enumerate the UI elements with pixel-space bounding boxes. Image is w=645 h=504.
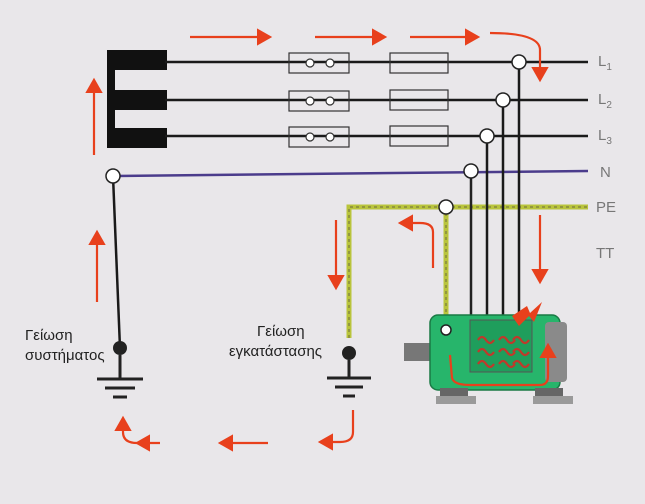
neutral-wire <box>112 169 589 178</box>
installation-earth-label-line2: εγκατάστασης <box>229 343 322 360</box>
fault-current-arrows <box>85 28 557 452</box>
label-n: N <box>600 164 611 181</box>
system-earth-label-line2: συστήματος <box>25 347 105 364</box>
earth-labels: Γείωση συστήματος Γείωση εγκατάστασης <box>25 323 322 364</box>
installation-earth-label-line1: Γείωση <box>257 323 305 340</box>
system-earth-label-line1: Γείωση <box>25 327 73 344</box>
fault-lightning-icon <box>512 302 542 326</box>
label-l1: L1 <box>598 53 612 73</box>
system-earth-symbol <box>97 341 143 399</box>
label-pe: PE <box>596 199 616 216</box>
fuses <box>288 52 350 148</box>
system-earth-conductor <box>111 175 122 349</box>
motor <box>404 314 573 404</box>
line-labels: L1 L2 L3 N PE TT <box>596 53 616 262</box>
phase-wires <box>165 60 588 138</box>
breakers <box>389 52 449 147</box>
label-l2: L2 <box>598 91 612 111</box>
pe-wire <box>346 204 588 338</box>
transformer-windings <box>107 50 167 148</box>
label-tt: TT <box>596 245 614 262</box>
label-l3: L3 <box>598 127 612 147</box>
junction-nodes <box>105 54 527 215</box>
installation-earth-symbol <box>327 346 371 398</box>
motor-feed-wires <box>469 62 521 322</box>
